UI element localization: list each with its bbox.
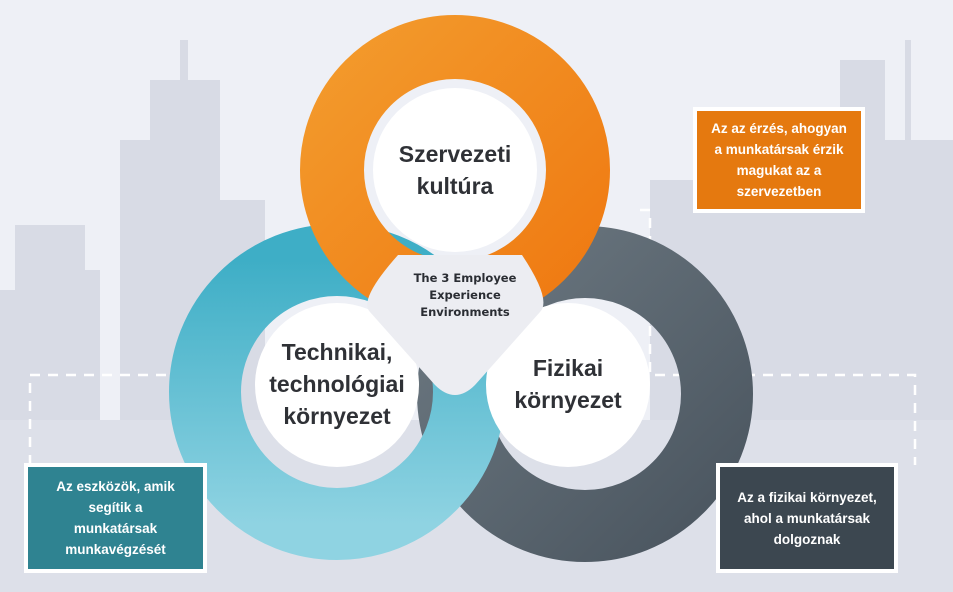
info-box-bottom-right: Az a fizikai környezet, ahol a munkatárs… (720, 467, 894, 569)
disc-right (486, 303, 650, 467)
center-triangle (367, 255, 544, 395)
label-top-circle: Szervezeti kultúra (398, 141, 512, 199)
disc-left (255, 303, 419, 467)
label-left-circle: Technikai, technológiai környezet (269, 339, 405, 429)
info-box-top-right: Az az érzés, ahogyan a munkatársak érzik… (697, 111, 861, 209)
dashed-connector-lines (28, 208, 917, 465)
disc-top (373, 88, 537, 252)
info-box-bottom-left: Az eszközök, amik segítik a munkatársak … (28, 467, 203, 569)
label-right-circle: Fizikai környezet (514, 355, 622, 413)
center-title: The 3 Employee Experience Environments (413, 271, 517, 319)
